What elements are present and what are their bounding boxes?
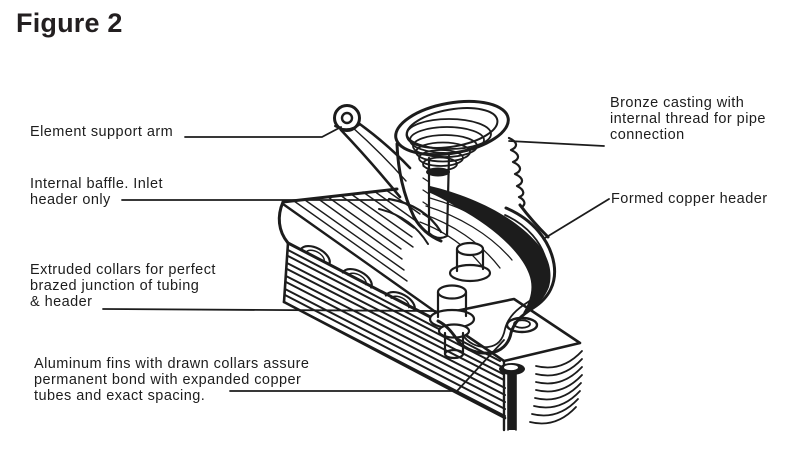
label-bronze-casting: Bronze casting with internal thread for … [610, 95, 766, 143]
leader-formed-header [544, 198, 610, 239]
leader-bronze-casting [508, 140, 605, 147]
leader-extruded-collars [102, 308, 437, 312]
label-aluminum-fins: Aluminum fins with drawn collars assure … [34, 356, 310, 404]
label-internal-baffle: Internal baffle. Inlet header only [30, 176, 163, 208]
leader-lines [102, 126, 610, 392]
figure-title: Figure 2 [16, 8, 123, 38]
formed-header-edge-drawing [436, 206, 557, 355]
label-formed-copper-header: Formed copper header [611, 191, 768, 207]
fin-stack-drawing [282, 241, 583, 432]
bronze-casting-drawing [394, 99, 550, 243]
tubes-and-collars-drawing [428, 241, 492, 360]
copper-header-drawing [277, 186, 551, 323]
label-element-support-arm: Element support arm [30, 124, 174, 140]
label-extruded-collars: Extruded collars for perfect brazed junc… [30, 262, 216, 310]
leader-aluminum-fins [229, 339, 505, 392]
leader-element-support-arm [184, 126, 342, 138]
element-support-arm-drawing [333, 104, 412, 199]
